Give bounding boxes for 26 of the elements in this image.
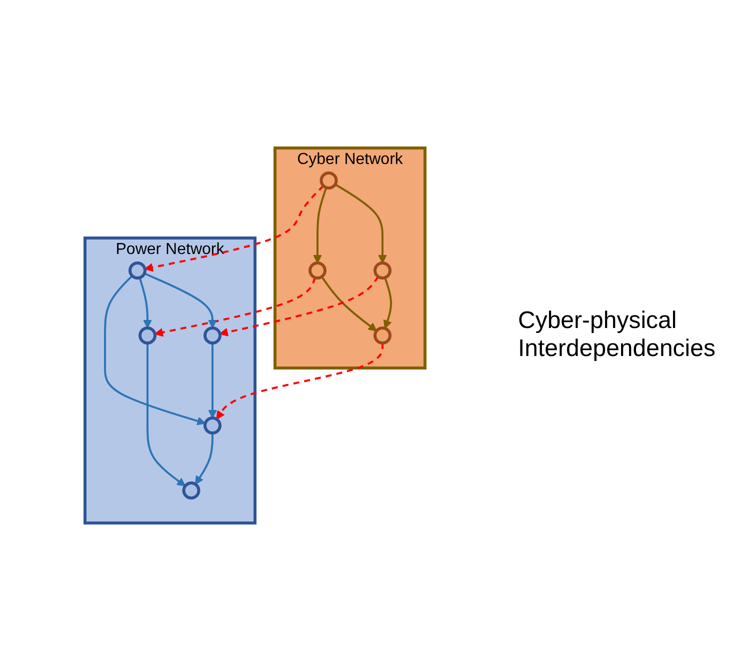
node-circle	[204, 326, 222, 344]
node-circle	[138, 326, 156, 344]
node-circle	[374, 326, 392, 344]
arrow	[194, 432, 214, 484]
arrow	[146, 342, 186, 486]
cluster: Power Network	[84, 236, 256, 524]
arrow	[334, 183, 387, 263]
cluster: Cyber Network	[274, 146, 426, 369]
arrow	[144, 272, 217, 328]
node-circle	[128, 261, 146, 279]
node-circle	[182, 481, 200, 499]
arrow	[383, 276, 392, 328]
node-circle	[374, 261, 392, 279]
node-circle	[204, 416, 222, 434]
arrow	[154, 276, 316, 336]
arrow	[144, 184, 324, 272]
node-circle	[320, 171, 338, 189]
arrow	[313, 186, 328, 263]
arrow	[208, 342, 217, 418]
arrow	[216, 342, 384, 420]
note-text: Cyber-physical Interdependencies	[518, 307, 716, 363]
node-circle	[308, 261, 326, 279]
arrow	[138, 276, 152, 328]
arrow	[320, 276, 377, 331]
arrow	[104, 274, 206, 425]
arrow	[219, 276, 380, 336]
